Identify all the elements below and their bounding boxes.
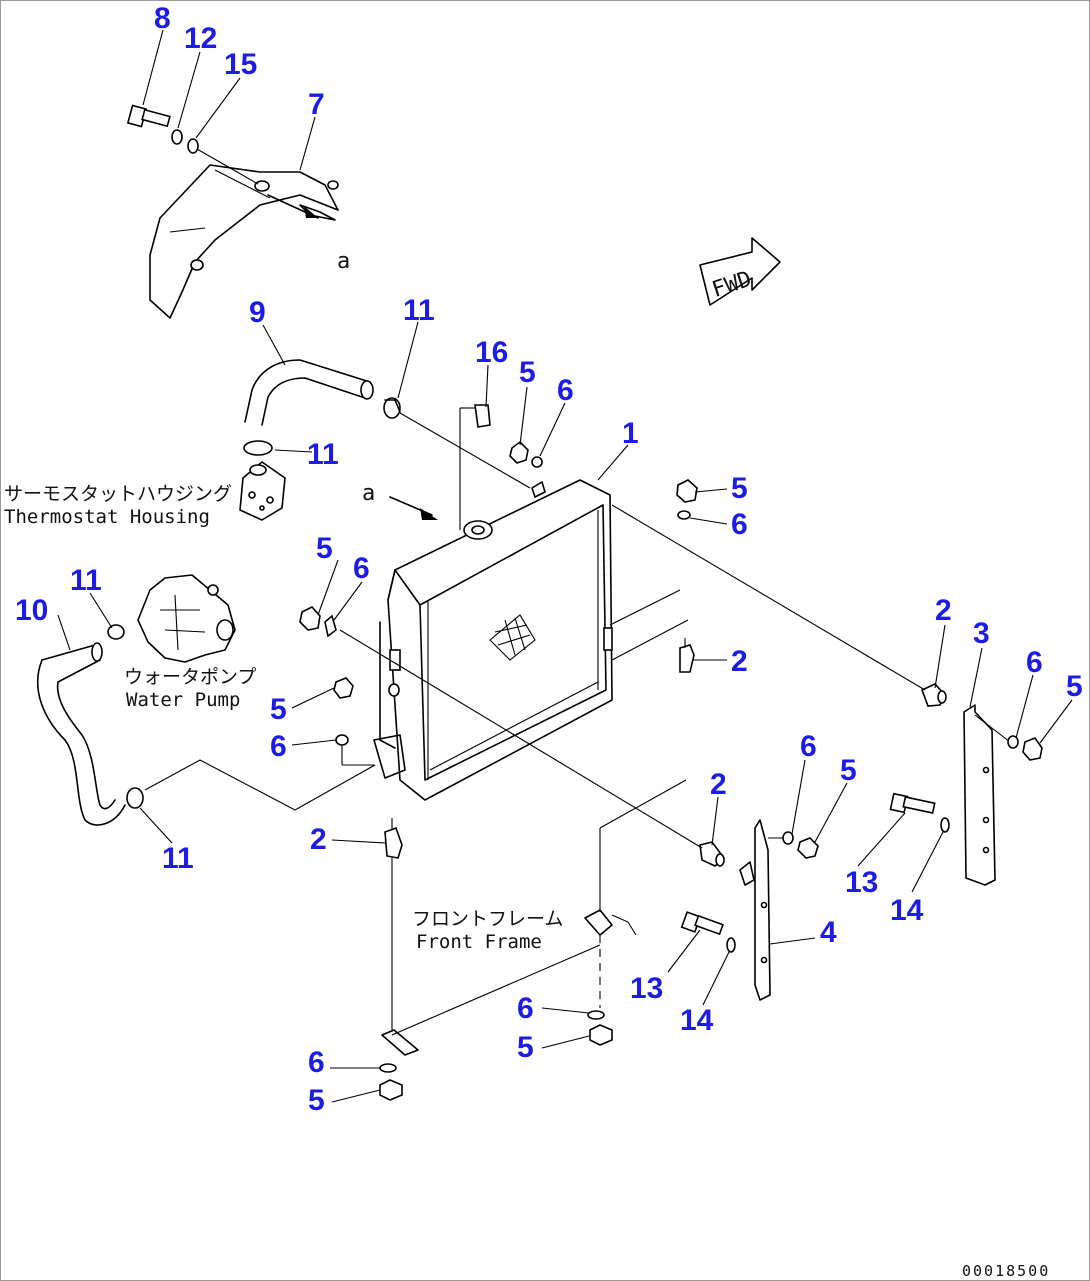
bolt-13-right-part (889, 792, 936, 814)
washer-6-right-part (677, 510, 691, 520)
callout-5-left: 5 (316, 532, 333, 565)
clamp-11-pump-part (107, 624, 125, 640)
callouts: 8 12 15 7 9 11 16 5 6 1 11 5 6 5 6 11 10… (15, 2, 1083, 1117)
nut-5-right-part (676, 479, 698, 503)
washer-6-bracket4-part (782, 831, 794, 845)
nut-5-bracket3-part (1022, 737, 1043, 761)
callout-11-lower: 11 (162, 842, 194, 875)
leader-lines (57, 29, 1073, 1103)
drawing-number: 00018500 (962, 1262, 1050, 1280)
washer-6-left-part (324, 614, 337, 638)
water-pump-jp-label: ウォータポンプ (124, 666, 256, 688)
water-pump-en-label: Water Pump (126, 689, 240, 711)
front-frame-outline (381, 589, 689, 1056)
washer-12-part (171, 129, 183, 145)
callout-13-right: 13 (845, 866, 878, 899)
rubber-mount-2-right-part (920, 683, 947, 707)
callout-2-lower-right: 2 (710, 768, 727, 801)
callout-2-lower-left: 2 (310, 823, 327, 856)
callout-5-top: 5 (519, 356, 536, 389)
view-a-upper-label: a (337, 249, 350, 274)
clamp-11-thermostat-part (243, 440, 273, 456)
clamp-11-lower-part (126, 787, 144, 809)
callout-6-left: 6 (353, 552, 370, 585)
callout-14-right: 14 (890, 894, 924, 927)
washer-6-bracket3-part (1007, 735, 1019, 749)
nut-5-left-part (299, 606, 321, 631)
washer-6-bottom-left-part (379, 1063, 397, 1073)
nut-5-bottom-left-part (379, 1079, 403, 1101)
callout-6-mid-left: 6 (270, 730, 287, 763)
callout-5-mid-left: 5 (270, 693, 287, 726)
callout-5-bracket4: 5 (840, 754, 857, 787)
callout-6-bottom-left: 6 (308, 1046, 325, 1079)
thermostat-housing-part (239, 461, 286, 521)
callout-8: 8 (154, 2, 171, 35)
callout-13-left: 13 (630, 972, 663, 1005)
front-frame-en-label: Front Frame (416, 931, 542, 953)
callout-4: 4 (820, 916, 837, 949)
nut-5-mid-left-part (333, 677, 354, 699)
callout-3: 3 (973, 617, 990, 650)
callout-2-right: 2 (935, 594, 952, 627)
callout-5-right: 5 (731, 472, 748, 505)
thermostat-housing-en-label: Thermostat Housing (4, 506, 210, 528)
bracket-16-part (459, 404, 491, 530)
callout-11-pump: 11 (70, 564, 102, 597)
water-pump-part (137, 574, 236, 663)
callout-14-left: 14 (680, 1004, 714, 1037)
bracket-3-part (963, 704, 1011, 886)
nut-5-bracket4-part (797, 837, 819, 859)
callout-5-bottom-mid: 5 (517, 1031, 534, 1064)
radiator-part (373, 479, 613, 801)
callout-5-bottom-left: 5 (308, 1084, 325, 1117)
callout-11-hose-end: 11 (403, 294, 435, 327)
callout-12: 12 (184, 22, 217, 55)
callout-6-right: 6 (731, 508, 748, 541)
nut-5-bottom-mid-part (589, 1024, 613, 1046)
bolt-13-left-part (680, 911, 724, 936)
view-a-lower-marker: a (362, 481, 438, 520)
callout-1: 1 (622, 417, 639, 450)
callout-11-thermostat: 11 (307, 438, 339, 471)
washer-6-top-part (531, 456, 543, 468)
lower-hose-10-part (37, 642, 126, 826)
rubber-mount-2-center-part (679, 638, 695, 673)
callout-6-bracket3: 6 (1026, 646, 1043, 679)
rubber-mount-2-lower-right-part (699, 841, 726, 867)
washer-15-part (187, 138, 199, 154)
bolt-8-part (126, 104, 171, 128)
callout-16: 16 (475, 336, 508, 369)
callout-9: 9 (249, 296, 266, 329)
callout-7: 7 (308, 88, 325, 121)
callout-10: 10 (15, 594, 48, 627)
clamp-11-upper-part (383, 397, 401, 419)
callout-6-bottom-mid: 6 (517, 992, 534, 1025)
washer-14-left-part (726, 937, 736, 953)
view-a-lower-label: a (362, 481, 375, 506)
callout-15: 15 (224, 48, 257, 81)
washer-6-bottom-mid-part (587, 1010, 605, 1020)
callout-6-bracket4: 6 (800, 730, 817, 763)
thermostat-housing-jp-label: サーモスタットハウジング (4, 483, 232, 505)
front-frame-jp-label: フロントフレーム (412, 908, 563, 930)
washer-14-right-part (940, 817, 950, 833)
rubber-mount-2-lower-left-part (384, 818, 403, 859)
upper-hose-9-part (244, 359, 374, 426)
washer-6-mid-left-part (335, 734, 349, 746)
callout-2-center: 2 (731, 645, 748, 678)
view-a-upper-marker: a (267, 194, 350, 274)
callout-5-bracket3: 5 (1066, 670, 1083, 703)
callout-6-top: 6 (557, 374, 574, 407)
